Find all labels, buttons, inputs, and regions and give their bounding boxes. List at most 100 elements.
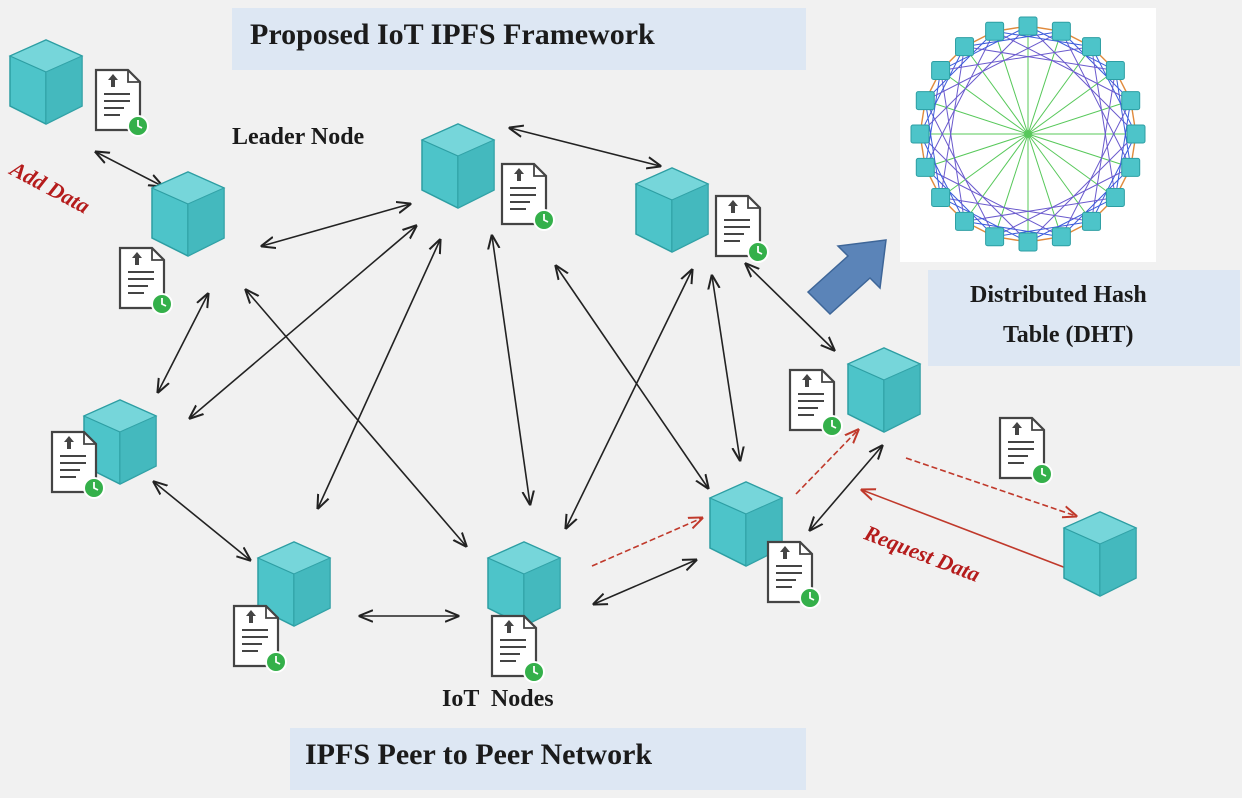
- dht-chord: [940, 46, 1092, 72]
- link-arrow: [154, 482, 250, 560]
- link-arrow: [556, 266, 708, 488]
- dht-chord: [1060, 100, 1132, 237]
- dht-chord: [1060, 31, 1132, 168]
- dht-chord: [924, 70, 942, 168]
- request-path-arrow: [795, 430, 858, 495]
- dht-chord: [925, 166, 1062, 238]
- dht-spoke: [1027, 100, 1131, 135]
- dht-chord: [1114, 70, 1132, 168]
- dht-chord: [924, 31, 996, 168]
- title-box: [232, 8, 806, 70]
- link-arrow: [492, 236, 530, 504]
- link-arrow: [190, 226, 416, 418]
- dht-chord: [994, 166, 1131, 238]
- link-arrow: [510, 128, 660, 166]
- dht-chord: [1027, 197, 1116, 243]
- dht-ring-graphic: [910, 16, 1146, 252]
- link-arrow: [318, 240, 440, 508]
- dht-chord: [919, 133, 965, 222]
- request-return-arrow: [862, 490, 1067, 569]
- dht-center: [1024, 130, 1032, 138]
- dht-chord: [964, 196, 1116, 222]
- dht-spoke: [1027, 133, 1062, 237]
- dht-chord: [924, 100, 996, 237]
- dht-node-icon: [985, 227, 1005, 247]
- dht-spoke: [994, 31, 1029, 135]
- dht-chord: [1091, 133, 1137, 222]
- dht-node-icon: [915, 157, 935, 177]
- dht-chord: [1091, 46, 1137, 135]
- dht-chord: [994, 220, 1092, 238]
- dht-label-line2: Table (DHT): [1003, 322, 1134, 348]
- link-arrow: [712, 276, 740, 460]
- dht-chord: [919, 25, 1029, 135]
- dht-chord: [1027, 133, 1137, 243]
- data-file-icon: [998, 416, 1054, 486]
- dht-node-icon: [1121, 157, 1141, 177]
- data-file-icon: [766, 540, 822, 610]
- dht-chord: [1027, 25, 1116, 71]
- dht-chord: [924, 167, 995, 238]
- dht-spoke: [964, 46, 1029, 135]
- dht-node-icon: [1081, 211, 1101, 231]
- dht-chord: [940, 196, 1092, 222]
- dht-spoke: [940, 133, 1029, 198]
- link-arrow: [566, 270, 692, 528]
- dht-node-icon: [1081, 37, 1101, 57]
- dht-node-icon: [910, 124, 930, 144]
- data-file-icon: [94, 68, 150, 138]
- cube-node-icon: [487, 541, 561, 627]
- dht-chord: [924, 100, 942, 198]
- link-arrow: [594, 560, 696, 604]
- dht-node-icon: [1126, 124, 1146, 144]
- dht-spoke: [1027, 133, 1116, 198]
- request-path-arrow: [591, 518, 702, 567]
- dht-spoke: [994, 133, 1029, 237]
- dht-node-icon: [1018, 16, 1038, 36]
- dht-chord: [994, 30, 1092, 48]
- link-arrow: [96, 152, 162, 186]
- iot-nodes-label: IoT Nodes: [442, 686, 554, 712]
- dht-chord: [964, 220, 1062, 238]
- dht-spoke: [1027, 133, 1092, 222]
- dht-chord: [940, 46, 966, 198]
- dht-chord: [1114, 100, 1132, 198]
- footer-title: IPFS Peer to Peer Network: [305, 738, 653, 771]
- dht-spoke: [940, 70, 1029, 135]
- dht-node-icon: [931, 61, 951, 81]
- cube-node-icon: [151, 171, 225, 257]
- cube-node-icon: [9, 39, 83, 125]
- cube-node-icon: [635, 167, 709, 253]
- diagram-title: Proposed IoT IPFS Framework: [250, 18, 655, 51]
- dht-node-icon: [955, 37, 975, 57]
- dht-chord: [964, 30, 1062, 48]
- link-arrow: [810, 446, 882, 530]
- dht-node-icon: [955, 211, 975, 231]
- dht-node-icon: [1121, 91, 1141, 111]
- dht-chord: [919, 133, 1029, 243]
- dht-spoke: [925, 133, 1029, 168]
- dht-node-icon: [1105, 187, 1125, 207]
- link-arrow: [246, 290, 466, 546]
- dht-node-icon: [1051, 21, 1071, 41]
- dht-node-icon: [1018, 232, 1038, 252]
- dht-pointer-arrow: [806, 239, 887, 316]
- dht-label-line1: Distributed Hash: [970, 282, 1147, 308]
- dht-chord: [919, 46, 965, 135]
- cube-node-icon: [1063, 511, 1137, 597]
- dht-spoke: [925, 100, 1029, 135]
- dht-spoke: [1027, 70, 1116, 135]
- dht-node-icon: [985, 21, 1005, 41]
- data-file-icon: [500, 162, 556, 232]
- cube-node-icon: [421, 123, 495, 209]
- dht-node-icon: [931, 187, 951, 207]
- dht-chord: [1090, 70, 1116, 222]
- dht-spoke: [1027, 133, 1131, 168]
- dht-label-box: [928, 270, 1240, 366]
- dht-spoke: [964, 133, 1029, 222]
- dht-chord: [1090, 46, 1116, 198]
- dht-chord: [964, 46, 1116, 72]
- cube-node-icon: [847, 347, 921, 433]
